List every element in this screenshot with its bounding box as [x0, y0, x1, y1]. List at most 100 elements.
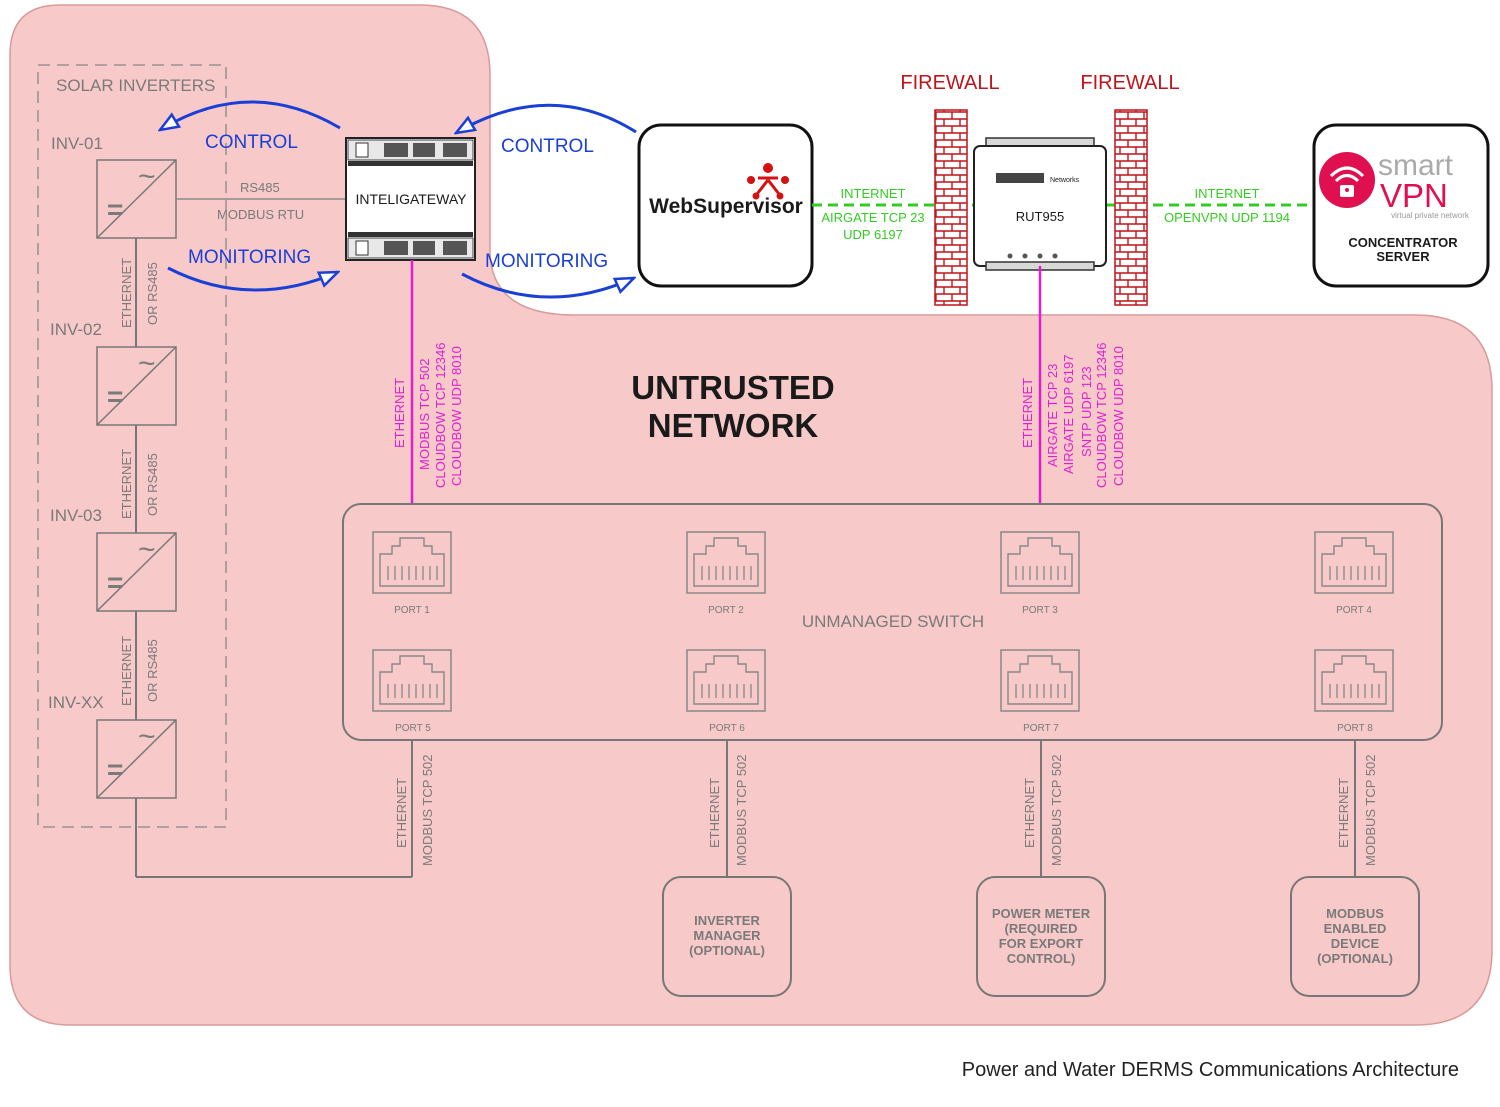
rut955-router[interactable]: Networks RUT955 [973, 137, 1107, 271]
inverter-inv-02: INV-02 ~ = [50, 320, 177, 426]
rj45-port-icon [693, 655, 759, 705]
inteligateway-device[interactable]: INTELIGATEWAY [345, 137, 476, 261]
inverter-label: INV-02 [50, 320, 102, 339]
router-vpn-link-label-1: INTERNET [1195, 186, 1260, 201]
device-link-modbus-3: MODBUS TCP 502 [1049, 754, 1064, 866]
gateway-link-label-1: ETHERNET [392, 378, 407, 448]
websupervisor-node[interactable]: WebSupervisor [637, 123, 814, 288]
dc-symbol: = [107, 754, 123, 785]
inverter-label: INV-03 [50, 506, 102, 525]
device-label-line: DEVICE [1331, 936, 1380, 951]
dc-symbol: = [107, 567, 123, 598]
websupervisor-logo-icon [747, 163, 789, 200]
router-link-label-2: AIRGATE TCP 23 [1045, 364, 1060, 467]
inverter-inv-03: INV-03 ~ = [50, 506, 177, 612]
gateway-link-label-2: MODBUS TCP 502 [417, 358, 432, 470]
ac-symbol: ~ [138, 347, 156, 380]
switch-port[interactable]: PORT 2 [686, 531, 766, 616]
device-label-line: ENABLED [1324, 921, 1387, 936]
vpn-tagline: virtual private network [1391, 211, 1470, 220]
switch-port[interactable]: PORT 1 [372, 531, 452, 616]
power-meter-device[interactable]: POWER METER (REQUIRED FOR EXPORT CONTROL… [976, 876, 1106, 997]
inverter-link-rs485-2: OR RS485 [145, 453, 160, 516]
modbus-rtu-label: MODBUS RTU [217, 207, 304, 222]
rj45-port-icon [1007, 655, 1073, 705]
switch-port-label: PORT 7 [1023, 723, 1059, 734]
unmanaged-switch[interactable] [342, 503, 1443, 741]
control-arrow-to-gateway [456, 103, 637, 133]
router-link-label-3: AIRGATE UDP 6197 [1061, 355, 1076, 474]
rut955-label: RUT955 [1016, 209, 1064, 224]
switch-port-label: PORT 1 [394, 605, 430, 616]
inverter-link-ethernet-2: ETHERNET [119, 449, 134, 519]
control-label-left: CONTROL [205, 132, 298, 153]
device-label-line: INVERTER [694, 913, 760, 928]
inverter-link-ethernet-1: ETHERNET [119, 258, 134, 328]
dc-symbol: = [107, 381, 123, 412]
router-link-label-4: SNTP UDP 123 [1079, 366, 1094, 457]
concentrator-label-2: SERVER [1376, 249, 1430, 264]
device-label-line: MANAGER [693, 928, 761, 943]
switch-port[interactable]: PORT 7 [1000, 649, 1080, 734]
vpn-logo-vpn: VPN [1380, 177, 1448, 214]
unmanaged-switch-label: UNMANAGED SWITCH [802, 612, 984, 631]
switch-port[interactable]: PORT 5 [372, 649, 452, 734]
untrusted-network-title-1: UNTRUSTED [631, 369, 835, 406]
device-link-ethernet-1: ETHERNET [394, 778, 409, 848]
device-link-modbus-4: MODBUS TCP 502 [1363, 754, 1378, 866]
firewall-1 [934, 109, 968, 306]
control-label-right: CONTROL [501, 136, 594, 157]
firewall-2 [1114, 109, 1148, 306]
inverter-link-ethernet-3: ETHERNET [119, 636, 134, 706]
modbus-device[interactable]: MODBUS ENABLED DEVICE (OPTIONAL) [1290, 876, 1420, 997]
rj45-port-icon [379, 655, 445, 705]
router-link-label-6: CLOUDBOW UDP 8010 [1111, 346, 1126, 486]
switch-port[interactable]: PORT 4 [1314, 531, 1394, 616]
device-label-line: CONTROL) [1007, 951, 1076, 966]
monitoring-arrow-to-gateway [167, 266, 338, 292]
router-vpn-link-label-2: OPENVPN UDP 1194 [1164, 210, 1290, 225]
switch-port[interactable]: PORT 3 [1000, 531, 1080, 616]
inverter-link-rs485-1: OR RS485 [145, 262, 160, 325]
inteligateway-label: INTELIGATEWAY [356, 191, 468, 207]
inverter-inv-xx: INV-XX ~ = [48, 693, 177, 799]
device-link-modbus-2: MODBUS TCP 502 [734, 754, 749, 866]
switch-port[interactable]: PORT 6 [686, 649, 766, 734]
monitoring-label-left: MONITORING [188, 247, 311, 268]
device-link-ethernet-3: ETHERNET [1022, 778, 1037, 848]
gateway-link-label-3: CLOUDBOW TCP 12346 [433, 343, 448, 488]
switch-port-label: PORT 2 [708, 605, 744, 616]
device-label-line: (OPTIONAL) [689, 943, 765, 958]
diagram-caption: Power and Water DERMS Communications Arc… [962, 1059, 1459, 1081]
device-label-line: (OPTIONAL) [1317, 951, 1393, 966]
vpn-lock-icon [1319, 152, 1375, 208]
switch-port[interactable]: PORT 8 [1314, 649, 1394, 734]
monitoring-arrow-to-websupervisor [461, 272, 634, 299]
rj45-port-icon [1321, 655, 1387, 705]
router-brand-label: Networks [1050, 177, 1080, 184]
solar-inverters-label: SOLAR INVERTERS [56, 76, 215, 95]
switch-port-label: PORT 6 [709, 723, 745, 734]
device-label-line: FOR EXPORT [999, 936, 1084, 951]
ws-router-link-label-3: UDP 6197 [843, 227, 903, 242]
device-link-ethernet-2: ETHERNET [707, 778, 722, 848]
untrusted-network-title-2: NETWORK [648, 407, 819, 444]
firewall-label-1: FIREWALL [900, 72, 999, 94]
ws-router-link-label-1: INTERNET [841, 186, 906, 201]
device-link-modbus-1: MODBUS TCP 502 [420, 754, 435, 866]
monitoring-label-right: MONITORING [485, 251, 608, 272]
control-arrow-to-inverters [160, 100, 341, 130]
rj45-port-icon [1007, 537, 1073, 587]
rj45-port-icon [379, 537, 445, 587]
concentrator-server-node[interactable]: smart VPN virtual private network CONCEN… [1312, 123, 1490, 288]
switch-port-label: PORT 8 [1337, 723, 1373, 734]
router-link-label-5: CLOUDBOW TCP 12346 [1094, 343, 1109, 488]
switch-port-label: PORT 5 [395, 723, 431, 734]
inverter-manager-device[interactable]: INVERTER MANAGER (OPTIONAL) [662, 876, 792, 997]
vpn-logo-smart: smart [1378, 149, 1454, 182]
router-link-label-1: ETHERNET [1020, 378, 1035, 448]
ac-symbol: ~ [138, 720, 156, 753]
dc-symbol: = [107, 194, 123, 225]
firewall-label-2: FIREWALL [1080, 72, 1179, 94]
